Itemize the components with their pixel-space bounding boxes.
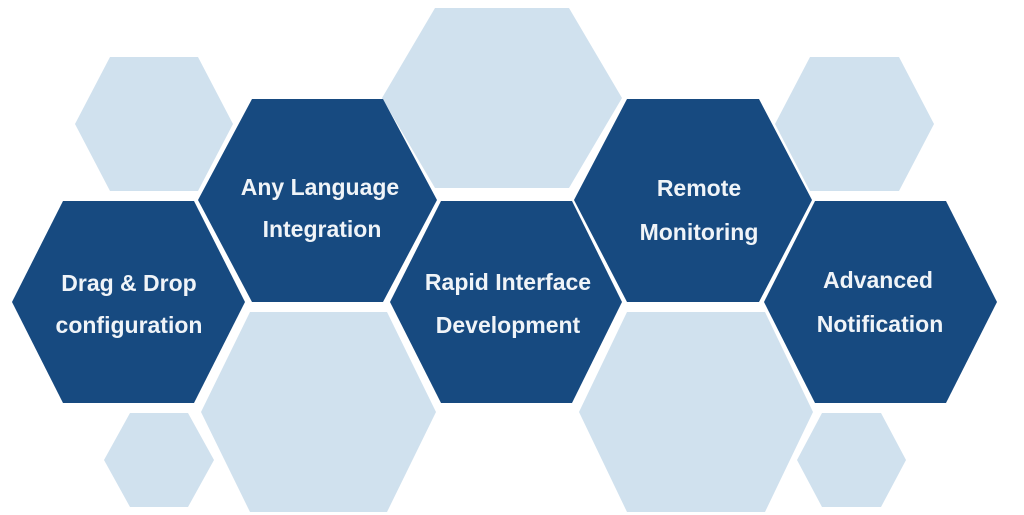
feature-hexagon-remote-monitoring: Remote Monitoring: [574, 99, 812, 302]
hexagon-shape: [390, 201, 622, 403]
decorative-hexagon: [201, 312, 436, 512]
feature-hexagon-drag-drop: Drag & Drop configuration: [12, 201, 245, 403]
feature-label-line1: Remote: [657, 175, 741, 201]
feature-label-line1: Advanced: [823, 267, 933, 293]
feature-hexagon-advanced-notification: Advanced Notification: [764, 201, 997, 403]
feature-label-line2: Development: [436, 312, 581, 338]
feature-label-line2: Monitoring: [640, 219, 759, 245]
decorative-hexagon: [775, 57, 934, 191]
feature-label-line1: Any Language: [241, 174, 399, 200]
feature-label-line1: Rapid Interface: [425, 269, 591, 295]
feature-label-line2: Integration: [263, 216, 382, 242]
feature-hexagon-rapid-interface: Rapid Interface Development: [390, 201, 622, 403]
hexagon-shape: [198, 99, 437, 302]
feature-hexagon-any-language: Any Language Integration: [198, 99, 437, 302]
hexagon-shape: [764, 201, 997, 403]
feature-label-line1: Drag & Drop: [61, 270, 196, 296]
decorative-hexagon: [104, 413, 214, 507]
decorative-hexagon: [579, 312, 813, 512]
hexagon-shape: [12, 201, 245, 403]
feature-label-line2: Notification: [817, 311, 944, 337]
decorative-hexagon: [797, 413, 906, 507]
feature-label-line2: configuration: [56, 312, 203, 338]
decorative-hexagon: [75, 57, 233, 191]
decorative-hexagon: [382, 8, 622, 188]
hexagon-shape: [574, 99, 812, 302]
